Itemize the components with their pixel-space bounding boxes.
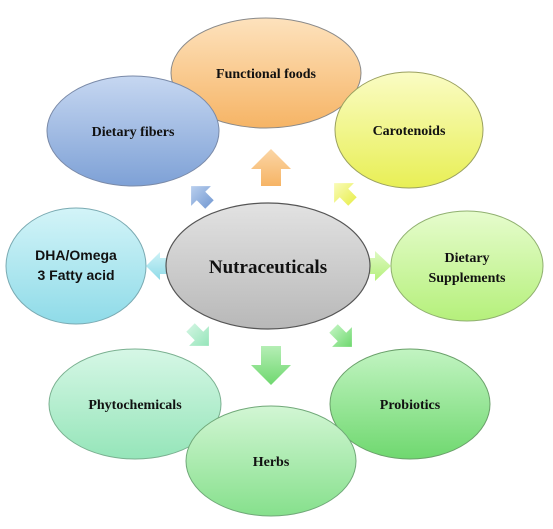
node-label: Phytochemicals (88, 398, 182, 413)
node-label: Probiotics (380, 398, 441, 413)
arrow-down-icon (251, 346, 291, 385)
node-label-line-1: Dietary (444, 251, 489, 266)
arrow-down-right-icon (329, 324, 352, 347)
node-label-line-2: Supplements (428, 271, 506, 286)
node-dietary-supplements: Dietary Supplements (390, 210, 544, 322)
center-node: Nutraceuticals (165, 202, 371, 330)
node-phytochemicals: Phytochemicals (48, 348, 222, 460)
arrow-down-left-icon (186, 323, 209, 346)
arrow-up-left-icon (191, 186, 214, 209)
node-functional-foods: Functional foods (170, 17, 362, 129)
arrow-left-icon (146, 252, 171, 280)
node-label: Dietary fibers (92, 125, 175, 140)
node-probiotics: Probiotics (329, 348, 491, 460)
node-dietary-fibers: Dietary fibers (46, 75, 220, 187)
node-herbs: Herbs (185, 405, 357, 517)
arrow-up-icon (251, 149, 291, 186)
node-label: Carotenoids (373, 124, 446, 139)
node-label-line-2: 3 Fatty acid (37, 267, 114, 283)
node-label: Functional foods (216, 67, 317, 82)
node-label: Herbs (253, 455, 290, 470)
node-label-line-1: DHA/Omega (35, 247, 117, 263)
arrow-up-right-icon (334, 183, 357, 206)
node-dha-omega: DHA/Omega 3 Fatty acid (5, 207, 147, 325)
node-carotenoids: Carotenoids (334, 71, 484, 189)
center-label: Nutraceuticals (209, 257, 327, 278)
